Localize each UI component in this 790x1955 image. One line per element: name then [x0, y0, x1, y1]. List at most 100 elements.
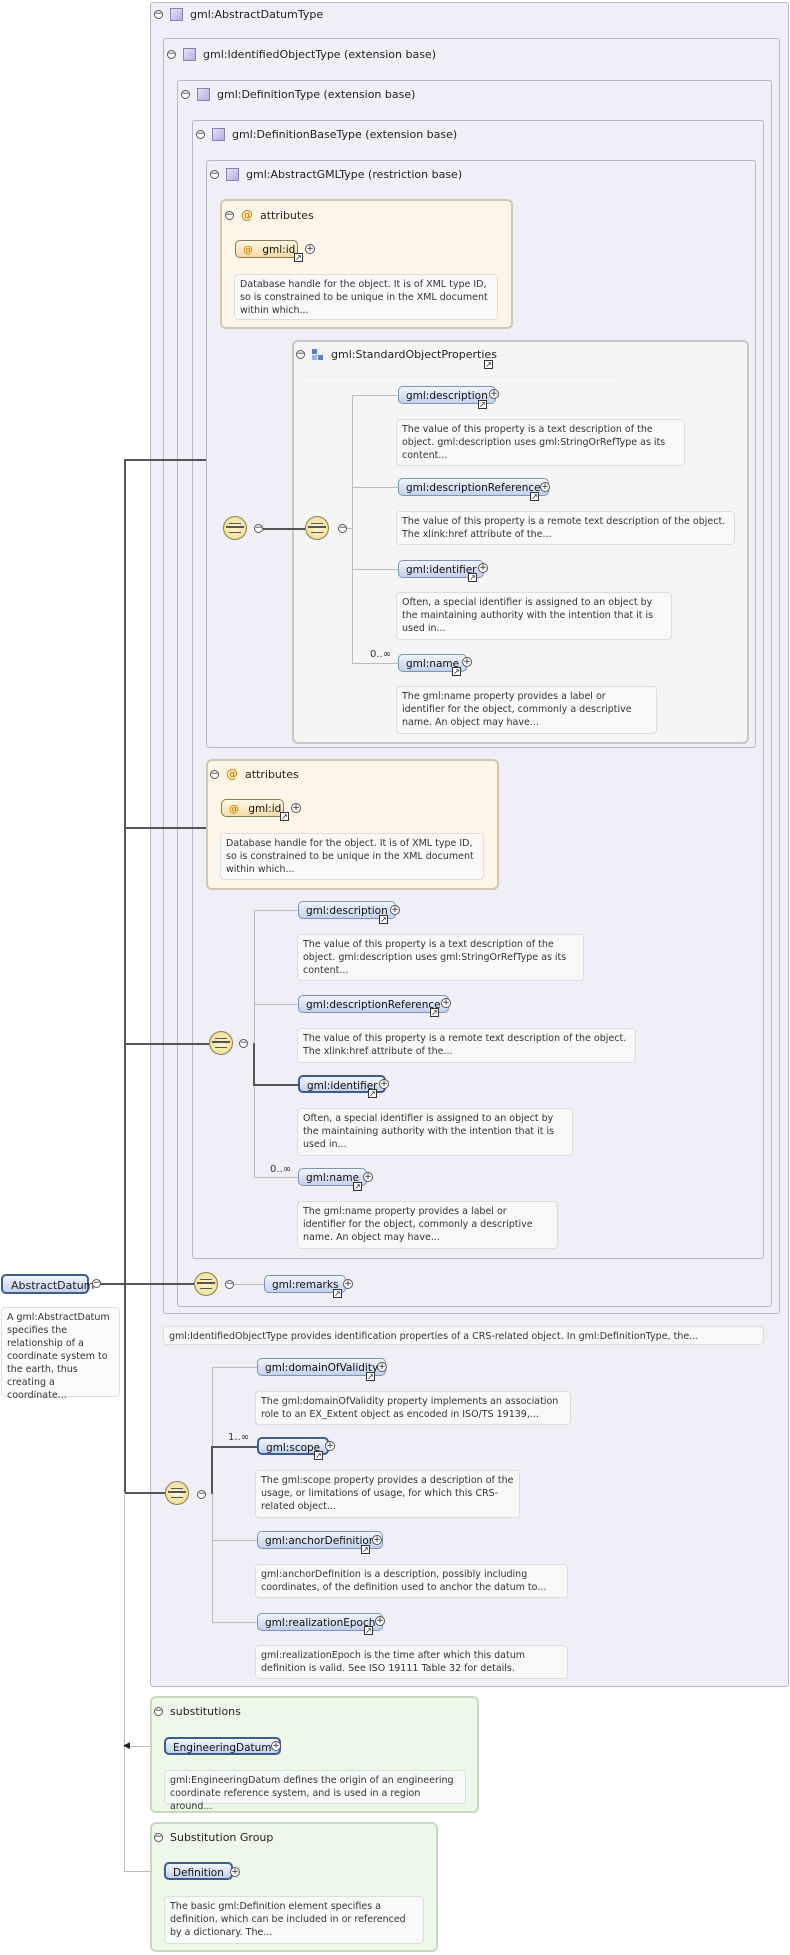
attributes-label: attributes — [260, 208, 314, 222]
expand-plus-icon[interactable]: + — [377, 1362, 387, 1372]
complex-type-icon — [197, 88, 210, 101]
collapse-toggle-icon[interactable]: − — [167, 49, 176, 59]
expand-plus-icon[interactable]: + — [305, 244, 315, 254]
sequence-icon[interactable] — [209, 1031, 233, 1055]
gml-description-reference-element-2[interactable]: gml:descriptionReference — [298, 995, 449, 1013]
group-label: gml:StandardObjectProperties — [331, 348, 497, 361]
definition-base-type-header[interactable]: − gml:DefinitionBaseType (extension base… — [196, 128, 457, 141]
link-arrow-icon: ↗ — [353, 1182, 362, 1191]
type-label: gml:DefinitionType (extension base) — [217, 88, 416, 101]
collapse-toggle-icon[interactable]: − — [210, 169, 219, 179]
gml-remarks-element[interactable]: gml:remarks — [264, 1275, 347, 1293]
expand-plus-icon[interactable]: + — [325, 1441, 335, 1451]
standard-object-properties-header[interactable]: − gml:StandardObjectProperties — [296, 348, 497, 361]
expand-plus-icon[interactable]: + — [372, 1535, 382, 1545]
gml-id-attribute-outer[interactable]: @ gml:id — [221, 799, 284, 817]
engineering-datum-element[interactable]: EngineeringDatum — [164, 1737, 281, 1755]
gml-realization-epoch-element[interactable]: gml:realizationEpoch — [257, 1613, 384, 1631]
connector-line-bold — [96, 1283, 194, 1285]
gml-description-reference-element[interactable]: gml:descriptionReference — [398, 478, 549, 496]
connector-line-bold — [124, 827, 206, 829]
gml-identifier-doc-2: Often, a special identifier is assigned … — [297, 1108, 573, 1156]
collapse-toggle-icon[interactable]: − — [239, 1038, 248, 1048]
gml-id-doc-outer: Database handle for the object. It is of… — [220, 833, 484, 880]
collapse-toggle-icon[interactable]: − — [181, 89, 190, 99]
gml-identifier-element-2[interactable]: gml:identifier — [298, 1075, 387, 1093]
expand-plus-icon[interactable]: + — [478, 563, 488, 573]
collapse-toggle-icon[interactable]: − — [197, 1489, 206, 1499]
expand-plus-icon[interactable]: + — [540, 482, 550, 492]
expand-plus-icon[interactable]: + — [379, 1079, 389, 1089]
collapse-toggle-icon[interactable]: − — [196, 129, 205, 139]
connector-line — [124, 1871, 164, 1872]
connector-line-bold — [124, 459, 206, 461]
expand-plus-icon[interactable]: + — [271, 1741, 281, 1751]
link-arrow-icon: ↗ — [530, 492, 539, 501]
definition-type-header[interactable]: − gml:DefinitionType (extension base) — [181, 88, 415, 101]
expand-plus-icon[interactable]: + — [291, 803, 301, 813]
gml-id-attribute[interactable]: @ gml:id — [235, 240, 298, 258]
link-arrow-icon: ↗ — [280, 812, 289, 821]
collapse-toggle-icon[interactable]: − — [154, 1832, 163, 1842]
connector-line-bold — [211, 1446, 213, 1494]
collapse-toggle-icon[interactable]: − — [92, 1278, 101, 1288]
gml-description-doc-2: The value of this property is a text des… — [297, 934, 584, 981]
gml-identifier-element[interactable]: gml:identifier — [398, 560, 485, 578]
attribute-icon: @ — [226, 767, 238, 781]
connector-line — [234, 1284, 264, 1285]
abstract-datum-type-header[interactable]: − gml:AbstractDatumType — [154, 8, 323, 21]
connector-line-bold — [124, 1492, 165, 1494]
collapse-toggle-icon[interactable]: − — [210, 768, 219, 779]
expand-plus-icon[interactable]: + — [343, 1279, 353, 1289]
gml-description-element-2[interactable]: gml:description — [298, 901, 396, 919]
gml-description-element[interactable]: gml:description — [398, 386, 496, 404]
substitution-group-label: Substitution Group — [170, 1831, 274, 1844]
sequence-icon[interactable] — [165, 1481, 189, 1505]
expand-plus-icon[interactable]: + — [363, 1172, 373, 1182]
attributes-header-inner[interactable]: − @ attributes — [225, 208, 314, 222]
abstract-gml-type-header[interactable]: − gml:AbstractGMLType (restriction base) — [210, 168, 462, 181]
substitutions-header[interactable]: − substitutions — [154, 1705, 241, 1718]
collapse-toggle-icon[interactable]: − — [154, 1706, 163, 1716]
substitutions-label: substitutions — [170, 1705, 241, 1718]
sequence-icon[interactable] — [194, 1272, 218, 1296]
connector-line — [254, 1177, 298, 1178]
collapse-toggle-icon[interactable]: − — [296, 349, 305, 359]
substitution-group-header[interactable]: − Substitution Group — [154, 1831, 273, 1844]
collapse-toggle-icon[interactable]: − — [225, 209, 234, 220]
arrow-left-icon: ◀ — [123, 1741, 130, 1751]
link-arrow-icon: ↗ — [478, 400, 487, 409]
collapse-toggle-icon[interactable]: − — [154, 9, 163, 19]
gml-name-element[interactable]: gml:name — [398, 654, 468, 672]
expand-plus-icon[interactable]: + — [375, 1616, 385, 1626]
expand-plus-icon[interactable]: + — [462, 657, 472, 667]
expand-plus-icon[interactable]: + — [230, 1867, 240, 1877]
definition-element[interactable]: Definition — [164, 1862, 233, 1880]
gml-description-reference-doc: The value of this property is a remote t… — [396, 511, 735, 545]
attributes-label: attributes — [245, 767, 299, 781]
sequence-icon[interactable] — [305, 516, 329, 540]
expand-plus-icon[interactable]: + — [390, 905, 400, 915]
gml-anchor-definition-element[interactable]: gml:anchorDefinition — [257, 1531, 384, 1549]
expand-plus-icon[interactable]: + — [441, 998, 451, 1008]
collapse-toggle-icon[interactable]: − — [225, 1279, 234, 1289]
gml-description-doc: The value of this property is a text des… — [396, 419, 685, 466]
connector-line — [254, 910, 298, 911]
connector-line — [212, 1540, 257, 1541]
attributes-header-outer[interactable]: − @ attributes — [210, 767, 299, 781]
collapse-toggle-icon[interactable]: − — [338, 523, 347, 533]
identified-object-type-header[interactable]: − gml:IdentifiedObjectType (extension ba… — [167, 48, 436, 61]
abstract-datum-root-element[interactable]: AbstractDatum — [1, 1274, 94, 1294]
occurrence-label: 1..∞ — [228, 1432, 250, 1443]
gml-id-doc: Database handle for the object. It is of… — [234, 274, 498, 320]
connector-line-bold — [211, 1446, 257, 1448]
gml-domain-of-validity-element[interactable]: gml:domainOfValidity — [257, 1358, 387, 1376]
expand-plus-icon[interactable]: + — [489, 389, 499, 399]
link-arrow-icon: ↗ — [368, 1089, 377, 1098]
type-label: gml:AbstractDatumType — [190, 8, 324, 21]
connector-line — [352, 395, 353, 663]
attribute-icon: @ — [243, 245, 253, 256]
collapse-toggle-icon[interactable]: − — [254, 523, 263, 533]
sequence-icon[interactable] — [223, 516, 247, 540]
connector-line — [128, 1746, 164, 1747]
